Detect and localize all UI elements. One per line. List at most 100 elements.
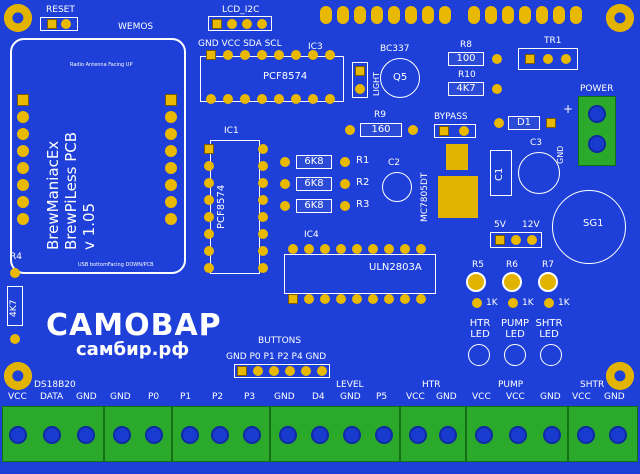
v5-label: 5V xyxy=(494,220,506,230)
r4-resistor: 4K7 xyxy=(7,286,23,326)
pump-led xyxy=(504,344,526,366)
q5-transistor: Q5 xyxy=(380,58,420,98)
wemos-label: WEMOS xyxy=(118,22,154,32)
r6-pad-bottom xyxy=(508,298,518,308)
mount-hole-top-right xyxy=(606,4,634,32)
terminal-ds18b20[interactable] xyxy=(2,406,104,462)
d1-diode: D1 xyxy=(508,116,540,130)
power-gnd-label: GND xyxy=(556,145,565,164)
r6-label: R6 xyxy=(506,260,518,270)
r9-pad-left xyxy=(345,125,355,135)
tr1-label: TR1 xyxy=(544,36,562,46)
bc337-label: BC337 xyxy=(380,44,410,54)
tr1-trimmer[interactable] xyxy=(518,48,578,70)
d1-pad-left xyxy=(494,118,504,128)
power-terminal[interactable] xyxy=(578,96,616,166)
r7-label: R7 xyxy=(542,260,554,270)
reset-label: RESET xyxy=(46,5,75,15)
lcd-i2c-header[interactable] xyxy=(208,16,272,31)
mount-hole-bottom-right xyxy=(606,362,634,390)
power-label: POWER xyxy=(580,84,614,94)
ic3-label: IC3 xyxy=(308,42,323,52)
mc7805-regulator xyxy=(438,144,488,224)
ic3-chip: PCF8574 xyxy=(200,56,344,102)
wemos-module-outline xyxy=(10,38,186,274)
site-text: самбир.рф xyxy=(76,339,190,360)
r10-resistor: 4K7 xyxy=(448,82,484,96)
r2-pad-left xyxy=(280,179,290,189)
r8-label: R8 xyxy=(460,40,472,50)
terminal-pump[interactable] xyxy=(466,406,568,462)
d1-pad-right xyxy=(546,118,556,128)
top-header-pins xyxy=(318,4,598,26)
r8-resistor: 100 xyxy=(448,52,484,66)
button-pin-labels: GND P0 P1 P2 P4 GND xyxy=(226,352,327,362)
terminal-level[interactable] xyxy=(270,406,400,462)
r7-pad-bottom xyxy=(544,298,554,308)
r6-value: 1K xyxy=(522,298,534,308)
terminal-htr[interactable] xyxy=(400,406,466,462)
ic4-chip: ULN2803A xyxy=(284,254,436,294)
r7-value: 1K xyxy=(558,298,570,308)
ic4-label: IC4 xyxy=(304,230,319,240)
terminal-p0-p1[interactable] xyxy=(104,406,172,462)
r2-label: R2 xyxy=(356,177,370,188)
terminal-p1-p2-p3[interactable] xyxy=(172,406,270,462)
r9-resistor: 160 xyxy=(360,123,402,137)
terminal-shtr[interactable] xyxy=(568,406,638,462)
c2-label: C2 xyxy=(388,158,401,168)
r1-resistor: 6K8 xyxy=(296,155,332,169)
r3-resistor: 6K8 xyxy=(296,199,332,213)
r2-pad-right xyxy=(340,179,350,189)
c3-capacitor xyxy=(518,152,560,194)
ic1-chip: PCF8574 xyxy=(210,140,260,274)
r10-label: R10 xyxy=(458,70,476,80)
wemos-bottom-note: USB bottomFacing DOWN/PCB xyxy=(78,262,154,268)
r2-resistor: 6K8 xyxy=(296,177,332,191)
ic3-pins xyxy=(206,50,346,106)
r1-label: R1 xyxy=(356,155,370,166)
r3-label: R3 xyxy=(356,199,370,210)
r1-pad-right xyxy=(340,157,350,167)
wemos-board-text: BrewManiacEx BrewPiLess PCB v 1.05 xyxy=(44,131,98,250)
buttons-label: BUTTONS xyxy=(258,336,302,346)
shtr-label: SHTR xyxy=(580,380,605,390)
r3-pad-right xyxy=(340,201,350,211)
pump-led-label: PUMP LED xyxy=(500,318,529,340)
r9-pad-right xyxy=(408,125,418,135)
r9-label: R9 xyxy=(374,110,386,120)
shtr-led xyxy=(540,344,562,366)
lcd-i2c-label: LCD_I2C xyxy=(222,5,260,15)
wemos-left-pins xyxy=(12,94,32,234)
wemos-top-note: Radio Antenna Facing UP xyxy=(70,62,133,68)
level-label: LEVEL xyxy=(336,380,364,390)
ic1-label: IC1 xyxy=(224,126,239,136)
power-plus-label: + xyxy=(563,102,574,116)
bypass-label: BYPASS xyxy=(434,112,468,122)
v12-label: 12V xyxy=(522,220,540,230)
r4-label: R4 xyxy=(10,252,22,262)
htr-led-label: HTR LED xyxy=(469,318,491,340)
mc7805-label: MC7805DT xyxy=(420,172,430,222)
bypass-jumper[interactable] xyxy=(434,124,476,138)
bottom-pin-labels: VCC DATA GND GND P0 P1 P2 P3 GND D4 GND … xyxy=(8,392,625,402)
light-header[interactable] xyxy=(352,62,368,98)
ic4-pins xyxy=(288,244,438,304)
ds18b20-label: DS18B20 xyxy=(34,380,76,390)
samovar-logo: САМОВАР xyxy=(46,308,222,343)
r6-pad xyxy=(502,272,522,292)
pump-label: PUMP xyxy=(498,380,524,390)
r5-pad xyxy=(466,272,486,292)
c3-label: C3 xyxy=(530,138,543,148)
voltage-select-jumper[interactable] xyxy=(490,232,542,248)
mount-hole-bottom-left xyxy=(4,362,32,390)
r4-pad-bottom xyxy=(10,334,20,344)
shtr-led-label: SHTR LED xyxy=(535,318,563,340)
htr-label: HTR xyxy=(422,380,441,390)
reset-header[interactable] xyxy=(40,17,78,31)
buttons-header[interactable] xyxy=(234,364,330,378)
r10-pad-right xyxy=(492,84,502,94)
r5-pad-bottom xyxy=(472,298,482,308)
r4-pad-top xyxy=(10,268,20,278)
